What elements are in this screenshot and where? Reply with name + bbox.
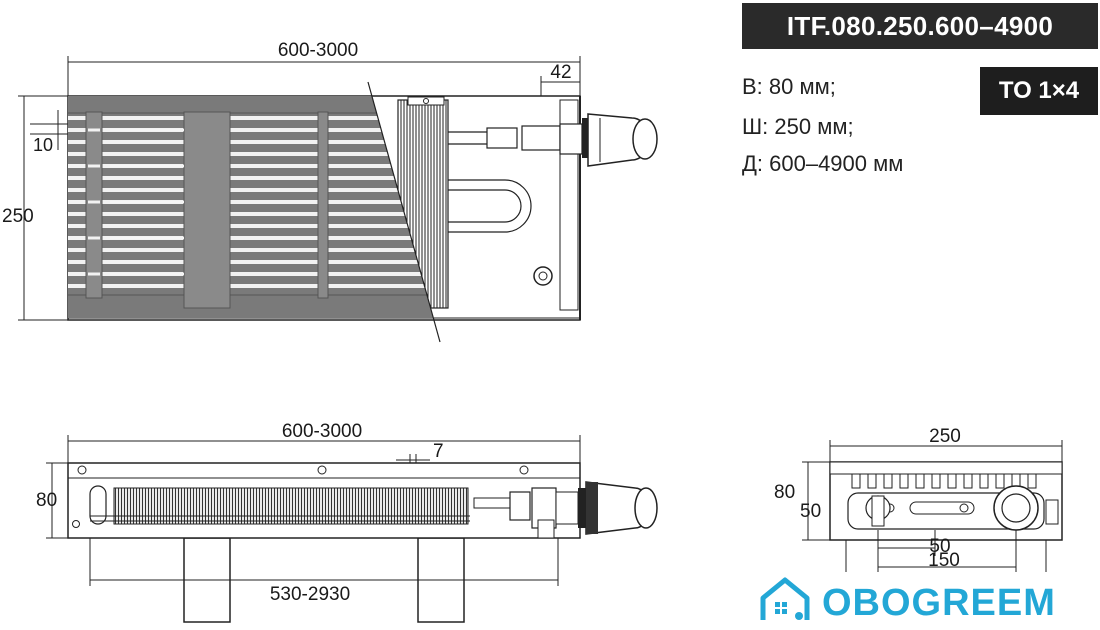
pipe-height-label: 50: [800, 501, 821, 522]
end-height-label: 80: [774, 482, 795, 503]
top-view: 600-3000 42 250 10: [2, 40, 658, 343]
spec-width: Ш: 250 мм;: [742, 114, 854, 139]
gap-label: 7: [433, 441, 444, 462]
top-length-label: 600-3000: [278, 40, 358, 61]
brand-logo: OBOGREEM: [727, 572, 1100, 630]
side-length-label: 600-3000: [282, 421, 362, 442]
top-width-label: 250: [2, 206, 34, 227]
side-height-label: 80: [36, 490, 57, 511]
spec-length: Д: 600–4900 мм: [742, 151, 904, 176]
end-width-label: 250: [929, 426, 961, 447]
spec-height: В: 80 мм;: [742, 74, 836, 99]
model-code-badge: ITF.080.250.600–4900: [742, 3, 1098, 49]
side-view: 600-3000 7 80: [36, 421, 658, 623]
logo-text: OBOGREEM: [822, 582, 1056, 624]
fin-pitch-label: 10: [33, 135, 53, 155]
thermostatic-valve-head: [582, 113, 658, 167]
support-span-label: 530-2930: [270, 584, 350, 605]
decorative-grille: [68, 96, 433, 318]
end-view: 250 80 50 50 150: [774, 426, 1063, 591]
side-valve-head: [578, 481, 658, 535]
house-logo-icon: [760, 577, 810, 620]
valve-offset-label: 42: [550, 62, 571, 83]
config-badge: TO 1×4: [980, 67, 1098, 115]
spacing-150-label: 150: [928, 550, 960, 571]
spacing-50-label: 50: [929, 536, 950, 557]
